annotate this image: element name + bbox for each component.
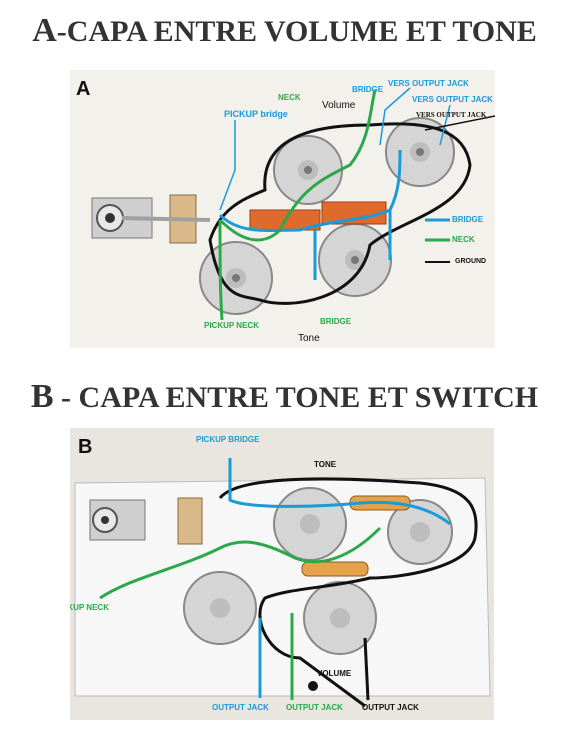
- legend-label-ground: GROUND: [455, 258, 487, 265]
- label-vers-output-jack-2: VERS OUTPUT JACK: [412, 95, 493, 104]
- label-pickup-bridge-b: PICKUP BRIDGE: [196, 435, 260, 444]
- label-neck-top: NECK: [278, 93, 301, 102]
- ground-wire: [208, 122, 472, 305]
- title-b-letter: B: [30, 378, 54, 415]
- pot-volume-bridge: [385, 117, 455, 187]
- diagram-a-drawing: [91, 87, 495, 321]
- neck-wire-b: [99, 526, 382, 600]
- bridge-wire-b: [228, 458, 451, 526]
- ground-wire-b: [218, 477, 478, 708]
- label-tone-a: Tone: [298, 333, 320, 344]
- capacitor-tone-2: [301, 561, 369, 577]
- label-vers-output-jack-3: VERS OUTPUT JACK: [416, 111, 487, 119]
- label-vers-output-jack-1: VERS OUTPUT JACK: [388, 79, 469, 88]
- panel-b-letter: B: [78, 436, 93, 458]
- legend-label-bridge: BRIDGE: [452, 215, 484, 224]
- label-output-jack-green: OUTPUT JACK: [286, 703, 343, 712]
- pot-volume-neck-b: [183, 571, 257, 645]
- diagram-b-drawing: [74, 458, 491, 708]
- pot-tone-neck-b: [273, 487, 347, 561]
- pot-volume-bridge-b: [303, 581, 377, 655]
- legend-label-neck: NECK: [452, 235, 475, 244]
- neck-wire: [218, 89, 377, 242]
- pot-volume-neck: [273, 135, 343, 205]
- label-volume-b: VOLUME: [317, 669, 352, 678]
- label-bridge-top: BRIDGE: [352, 85, 384, 94]
- label-output-jack-black: OUTPUT JACK: [362, 703, 419, 712]
- capacitor-bridge: [321, 201, 387, 225]
- screw-dot: [308, 681, 318, 691]
- output-jack-b: [89, 497, 203, 545]
- title-b: B - CAPA ENTRE TONE ET SWITCH: [0, 378, 569, 416]
- label-pickup-neck-a: PICKUP NECK: [204, 321, 259, 330]
- title-a: A-CAPA ENTRE VOLUME ET TONE: [0, 12, 569, 50]
- label-bridge-bottom: BRIDGE: [320, 317, 352, 326]
- pot-tone-neck: [199, 241, 273, 315]
- pot-tone-bridge: [318, 223, 392, 297]
- title-a-letter: A: [32, 12, 57, 49]
- label-volume: Volume: [322, 100, 356, 111]
- label-pickup-bridge-a: PICKUP bridge: [224, 109, 288, 119]
- neck-wire-2: [218, 219, 224, 321]
- title-b-text: - CAPA ENTRE TONE ET SWITCH: [53, 381, 539, 414]
- bridge-wire: [218, 149, 402, 233]
- output-wire-black: [363, 637, 370, 701]
- title-a-text: -CAPA ENTRE VOLUME ET TONE: [56, 15, 537, 48]
- diagram-b: B PICKUP BRIDGE TONE PICKUP NECK VOLUME …: [70, 428, 494, 720]
- output-jack-a: [91, 194, 211, 244]
- label-pickup-neck-b: PICKUP NECK: [70, 603, 109, 612]
- panel-a-letter: A: [76, 78, 91, 100]
- label-output-jack-blue: OUTPUT JACK: [212, 703, 269, 712]
- diagram-a: A NECK BRIDGE Volume VERS OUTPUT JACK VE…: [70, 70, 495, 348]
- label-tone-b: TONE: [314, 460, 337, 469]
